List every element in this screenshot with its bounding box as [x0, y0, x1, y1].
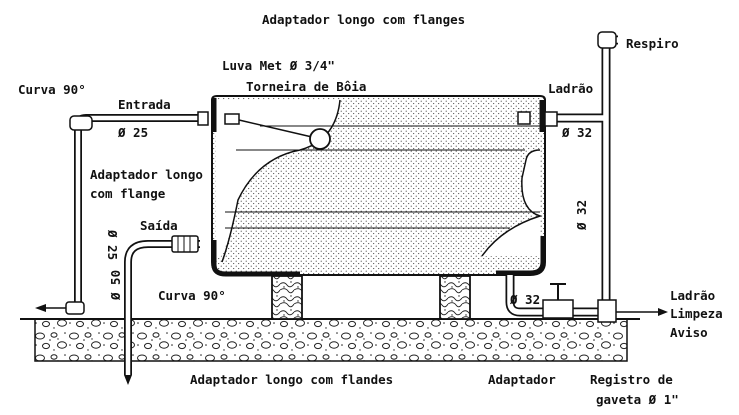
label-d32-right: Ø 32: [561, 125, 592, 140]
label-bottom-adaptador: Adaptador: [488, 372, 556, 387]
wood-support-left: [271, 275, 303, 320]
water-tank: [211, 95, 546, 277]
label-saida: Saída: [140, 218, 178, 233]
label-curva-bottom: Curva 90°: [158, 288, 226, 303]
label-aviso: Aviso: [670, 325, 708, 340]
outlet-pipe: [124, 235, 200, 385]
wood-support-right: [439, 275, 471, 320]
label-entrada: Entrada: [118, 97, 171, 112]
label-ladrao-top: Ladrão: [548, 81, 593, 96]
label-adaptador-flange-2: com flange: [90, 186, 166, 201]
label-torneira: Torneira de Bôia: [246, 79, 366, 94]
label-d32-bottom: Ø 32: [509, 292, 540, 307]
label-ladrao-bottom: Ladrão: [670, 288, 715, 303]
label-d25-vertical: Ø 25: [105, 229, 120, 260]
label-d50-vertical: Ø 50: [108, 270, 123, 301]
concrete-base: [20, 318, 640, 362]
label-d32-vertical: Ø 32: [574, 200, 589, 231]
label-registro-1: Registro de: [590, 372, 673, 387]
overflow-vent-pipe: [505, 31, 668, 323]
label-d25-top: Ø 25: [117, 125, 148, 140]
label-luva: Luva Met Ø 3/4": [222, 58, 335, 73]
label-bottom-adaptador-flanges: Adaptador longo com flandes: [190, 372, 393, 387]
label-curva-top: Curva 90°: [18, 82, 86, 97]
label-adaptador-flange-1: Adaptador longo: [90, 167, 203, 182]
inlet-pipe: [35, 111, 209, 315]
label-respiro: Respiro: [626, 36, 679, 51]
label-top-title: Adaptador longo com flanges: [262, 12, 465, 27]
label-limpeza: Limpeza: [670, 306, 723, 321]
label-registro-2: gaveta Ø 1": [596, 392, 679, 407]
float-valve: [224, 113, 331, 150]
